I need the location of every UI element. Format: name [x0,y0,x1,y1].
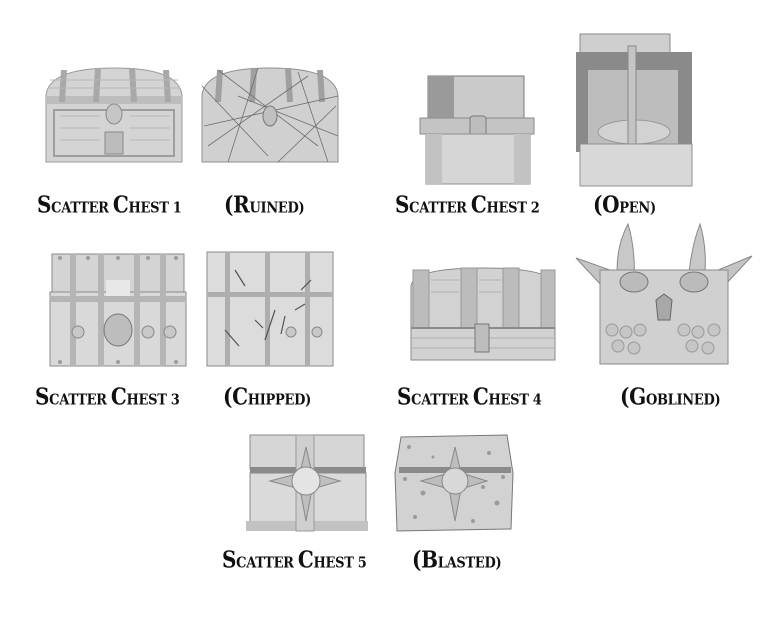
label-initial: R [233,190,250,219]
chest-4-goblined-image [574,220,754,366]
label-initial: S [35,382,50,411]
chest-4-label: SCATTER CHEST 4 [397,385,542,408]
label-text: HEST 5 [313,554,367,573]
label-text: CATTER [411,391,473,410]
label-text: OBLINED) [645,391,721,410]
chest-1-label: SCATTER CHEST 1 [37,193,182,216]
label-text: HEST 3 [126,391,180,410]
chest-1-variant-label: (RUINED) [224,190,305,219]
label-text: LASTED) [437,554,502,573]
label-text: UINED) [249,199,305,218]
chest-1-ruined-image [198,66,341,166]
label-paren: ( [223,382,233,411]
label-initial: S [397,382,412,411]
chest-4-variant-label: (GOBLINED) [620,382,721,411]
label-text: CATTER [51,199,113,218]
label-text: HEST 4 [488,391,542,410]
label-initial: S [37,190,52,219]
label-initial: C [112,190,129,219]
chest-1-image [40,66,188,166]
label-text: HIPPED) [247,391,311,410]
chest-3-variant-label: (CHIPPED) [223,385,311,408]
label-text: CATTER [49,391,111,410]
chest-3-chipped-image [205,250,335,368]
label-initial: S [222,545,237,574]
label-initial: O [602,190,620,219]
label-text: HEST 2 [486,199,540,218]
chest-5-label: SCATTER CHEST 5 [222,548,367,571]
label-initial: G [629,382,646,411]
label-initial: C [110,382,127,411]
chest-2-image [416,74,540,186]
label-paren: ( [412,545,422,574]
label-initial: S [395,190,410,219]
label-text: PEN) [619,199,656,218]
label-text: HEST 1 [128,199,182,218]
chest-3-image [48,250,188,368]
label-paren: ( [593,190,603,219]
chest-3-label: SCATTER CHEST 3 [35,385,180,408]
chest-5-variant-label: (BLASTED) [412,545,502,574]
chest-2-open-image [574,32,700,188]
chest-4-image [407,266,559,364]
label-paren: ( [620,382,630,411]
label-initial: B [421,545,438,574]
label-initial: C [297,545,314,574]
label-initial: C [472,382,489,411]
chest-2-variant-label: (OPEN) [593,193,656,216]
label-initial: C [232,382,248,411]
chest-2-label: SCATTER CHEST 2 [395,193,540,216]
label-paren: ( [224,190,234,219]
chest-5-image [246,433,370,533]
label-text: CATTER [236,554,298,573]
chest-5-blasted-image [393,433,519,533]
label-initial: C [470,190,487,219]
label-text: CATTER [409,199,471,218]
